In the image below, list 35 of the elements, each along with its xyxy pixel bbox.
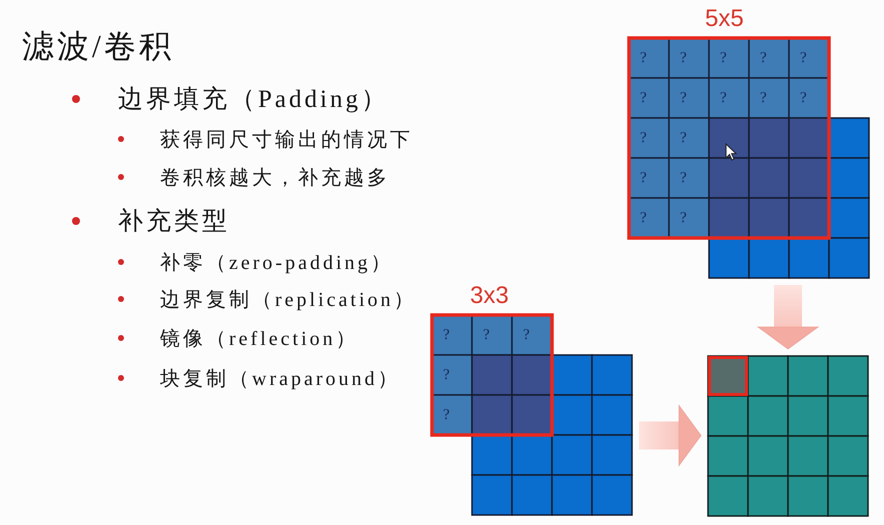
padding-value: ? xyxy=(680,131,687,146)
padding-value: ? xyxy=(640,171,647,186)
padding-value: ? xyxy=(760,91,767,106)
padding-value: ? xyxy=(680,211,687,226)
list-item-text: 镜像（reflection） xyxy=(160,327,359,352)
output-grid xyxy=(708,356,868,516)
padding-value: ? xyxy=(760,51,767,66)
padding-value: ? xyxy=(800,91,807,106)
padding-value: ? xyxy=(640,91,647,106)
list-item-text: 补充类型 xyxy=(118,207,230,237)
padding-value: ? xyxy=(443,368,450,383)
list-item-text: 边界填充（Padding） xyxy=(118,85,389,115)
padding-value: ? xyxy=(680,91,687,106)
kernel-size-label: 3x3 xyxy=(470,281,509,311)
padding-value: ? xyxy=(680,171,687,186)
padding-value: ? xyxy=(640,211,647,226)
padding-value: ? xyxy=(523,328,530,343)
kernel-size-label: 5x5 xyxy=(705,4,744,34)
padding-value: ? xyxy=(680,51,687,66)
list-item-text: 块复制（wraparound） xyxy=(160,367,401,392)
block-arrow xyxy=(639,405,702,466)
padding-value: ? xyxy=(640,51,647,66)
padding-value: ? xyxy=(800,51,807,66)
padding-value: ? xyxy=(443,408,450,423)
padding-value: ? xyxy=(640,131,647,146)
padding-value: ? xyxy=(720,51,727,66)
padding-value: ? xyxy=(443,328,450,343)
list-item-text: 补零（zero-padding） xyxy=(160,251,394,276)
list-item-text: 边界复制（replication） xyxy=(160,288,417,313)
padding-value: ? xyxy=(720,91,727,106)
block-arrow xyxy=(758,285,818,350)
padding-value: ? xyxy=(483,328,490,343)
list-item-text: 获得同尺寸输出的情况下 xyxy=(160,128,413,153)
slide-title: 滤波/卷积 xyxy=(22,27,174,66)
list-item-text: 卷积核越大，补充越多 xyxy=(160,166,390,191)
